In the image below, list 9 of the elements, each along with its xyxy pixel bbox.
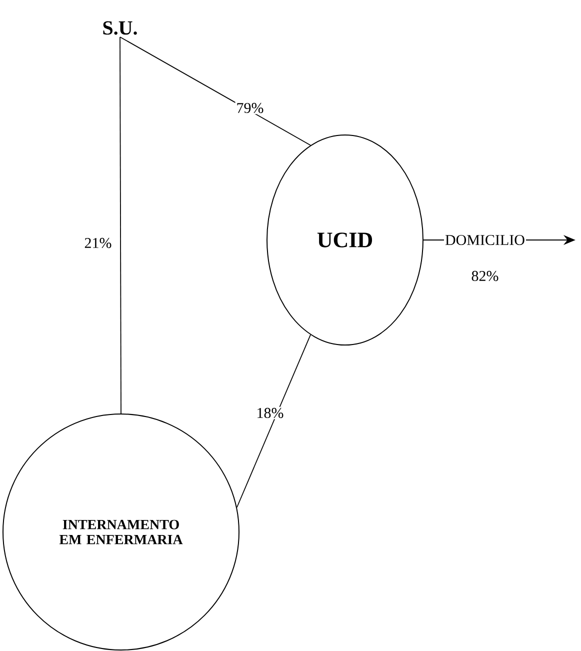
- connector-line: [120, 36, 311, 146]
- connector-line: [236, 334, 311, 508]
- edge-label: 18%: [258, 408, 284, 418]
- edge-label: 21%: [84, 238, 112, 248]
- percentage-label: 82%: [472, 270, 498, 282]
- connector-line: [120, 36, 122, 414]
- edge-label: DOMICILIO: [445, 234, 524, 246]
- node-label: S.U.: [103, 21, 137, 35]
- edge-label: 79%: [237, 102, 264, 114]
